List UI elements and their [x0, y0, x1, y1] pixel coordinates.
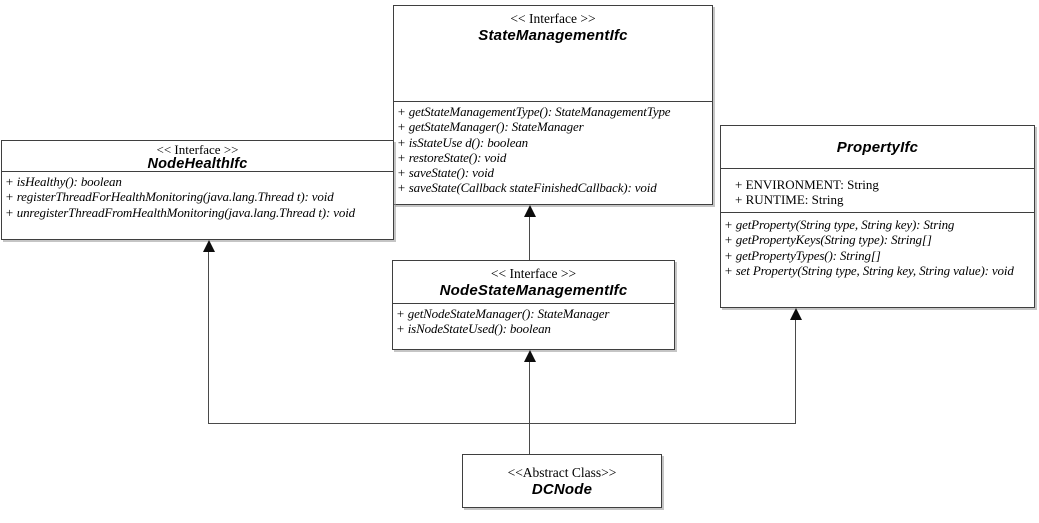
- class-box-dc-node: <<Abstract Class>> DCNode: [462, 454, 662, 508]
- member-line: + restoreState(): void: [397, 149, 507, 165]
- methods-compartment: + getNodeStateManager(): StateManager+ i…: [393, 304, 674, 337]
- methods-compartment: + getStateManagementType(): StateManagem…: [394, 102, 712, 196]
- arrowhead-to-node-state-management-ifc: [524, 350, 536, 362]
- member-line: + getPropertyKeys(String type): String[]: [724, 232, 932, 248]
- class-box-node-state-management-ifc: << Interface >> NodeStateManagementIfc +…: [392, 260, 675, 350]
- stereotype-label: << Interface >>: [490, 266, 577, 281]
- member-line: + getStateManager(): StateManager: [397, 119, 584, 135]
- realization-line-dcnode-to-nodehealth: [208, 242, 209, 423]
- member-line: + set Property(String type, String key, …: [724, 262, 1014, 278]
- member-line: + isHealthy(): boolean: [5, 174, 122, 189]
- member-line: + getPropertyTypes(): String[]: [724, 247, 881, 263]
- realization-line-dcnode-to-nodestate: [529, 352, 530, 454]
- generalization-line-nodestate-to-statemanagement: [529, 207, 530, 260]
- member-line: + isStateUse d(): boolean: [397, 134, 529, 150]
- realization-line-horizontal-bus: [208, 423, 796, 424]
- class-name: DCNode: [531, 480, 593, 498]
- realization-line-dcnode-to-property: [795, 310, 796, 423]
- title-compartment: << Interface >> NodeHealthIfc: [2, 141, 393, 172]
- arrowhead-to-state-management-ifc: [524, 205, 536, 217]
- class-box-property-ifc: PropertyIfc + ENVIRONMENT: String+ RUNTI…: [720, 125, 1035, 308]
- member-line: + saveState(Callback stateFinishedCallba…: [397, 180, 657, 196]
- class-box-state-management-ifc: << Interface >> StateManagementIfc + get…: [393, 5, 713, 205]
- methods-compartment: + isHealthy(): boolean+ registerThreadFo…: [2, 172, 393, 220]
- member-line: + isNodeStateUsed(): boolean: [396, 321, 551, 337]
- arrowhead-to-property-ifc: [790, 308, 802, 320]
- stereotype-label: << Interface >>: [156, 142, 239, 157]
- stereotype-label: <<Abstract Class>>: [507, 464, 617, 480]
- member-line: + ENVIRONMENT: String: [735, 177, 879, 192]
- member-line: + RUNTIME: String: [735, 192, 844, 208]
- member-line: + getProperty(String type, String key): …: [724, 217, 955, 232]
- title-compartment: << Interface >> NodeStateManagementIfc: [393, 261, 674, 304]
- arrowhead-to-node-health-ifc: [203, 240, 215, 252]
- title-compartment: PropertyIfc: [721, 126, 1034, 169]
- member-line: + getStateManagementType(): StateManagem…: [397, 104, 671, 119]
- class-name: StateManagementIfc: [478, 27, 628, 44]
- class-box-node-health-ifc: << Interface >> NodeHealthIfc + isHealth…: [1, 140, 394, 240]
- class-name: NodeStateManagementIfc: [439, 282, 628, 299]
- stereotype-label: << Interface >>: [510, 11, 596, 26]
- methods-compartment: + getProperty(String type, String key): …: [721, 213, 1034, 278]
- attributes-compartment: + ENVIRONMENT: String+ RUNTIME: String: [721, 169, 1034, 213]
- title-compartment: << Interface >> StateManagementIfc: [394, 6, 712, 102]
- class-name: NodeHealthIfc: [147, 156, 248, 172]
- class-name: PropertyIfc: [836, 138, 919, 156]
- member-line: + registerThreadForHealthMonitoring(java…: [5, 189, 334, 205]
- member-line: + saveState(): void: [397, 165, 494, 181]
- member-line: + getNodeStateManager(): StateManager: [396, 306, 610, 321]
- member-line: + unregisterThreadFromHealthMonitoring(j…: [5, 204, 356, 220]
